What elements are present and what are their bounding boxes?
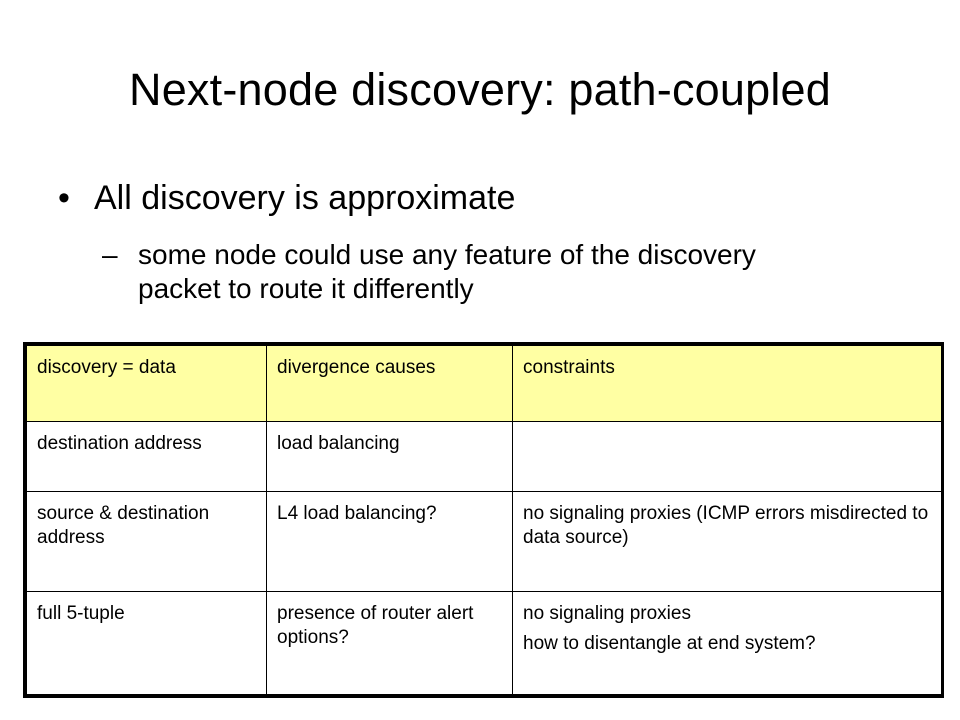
cell-constraints: no signaling proxies (ICMP errors misdir… [512, 491, 942, 592]
cell-divergence-causes: presence of router alert options? [266, 591, 513, 695]
bullet-text: All discovery is approximate [94, 179, 516, 217]
table-header-row: discovery = data divergence causes const… [26, 345, 942, 422]
sub-bullet-text: some node could use any feature of the d… [138, 239, 756, 304]
bullet-item: • All discovery is approximate [58, 176, 515, 220]
cell-constraints [512, 421, 942, 492]
table-row: destination address load balancing [26, 421, 942, 492]
sub-bullet-marker: – [102, 239, 118, 270]
header-constraints: constraints [512, 345, 942, 422]
header-divergence-causes: divergence causes [266, 345, 513, 422]
cell-discovery-data: full 5-tuple [26, 591, 267, 695]
sub-bullet-item: – some node could use any feature of the… [102, 238, 822, 306]
cell-discovery-data: destination address [26, 421, 267, 492]
discovery-table-grid: discovery = data divergence causes const… [26, 345, 942, 695]
cell-divergence-causes: load balancing [266, 421, 513, 492]
discovery-table: discovery = data divergence causes const… [23, 342, 944, 698]
constraint-line: no signaling proxies (ICMP errors misdir… [523, 503, 929, 548]
constraint-line: how to disentangle at end system? [523, 633, 816, 654]
table-row: source & destination address L4 load bal… [26, 491, 942, 592]
cell-constraints: no signaling proxies how to disentangle … [512, 591, 942, 695]
header-discovery-data: discovery = data [26, 345, 267, 422]
slide-title: Next-node discovery: path-coupled [129, 64, 831, 115]
bullet-marker: • [58, 179, 70, 217]
table-row: full 5-tuple presence of router alert op… [26, 591, 942, 695]
cell-discovery-data: source & destination address [26, 491, 267, 592]
constraint-line: no signaling proxies [523, 603, 691, 624]
cell-divergence-causes: L4 load balancing? [266, 491, 513, 592]
